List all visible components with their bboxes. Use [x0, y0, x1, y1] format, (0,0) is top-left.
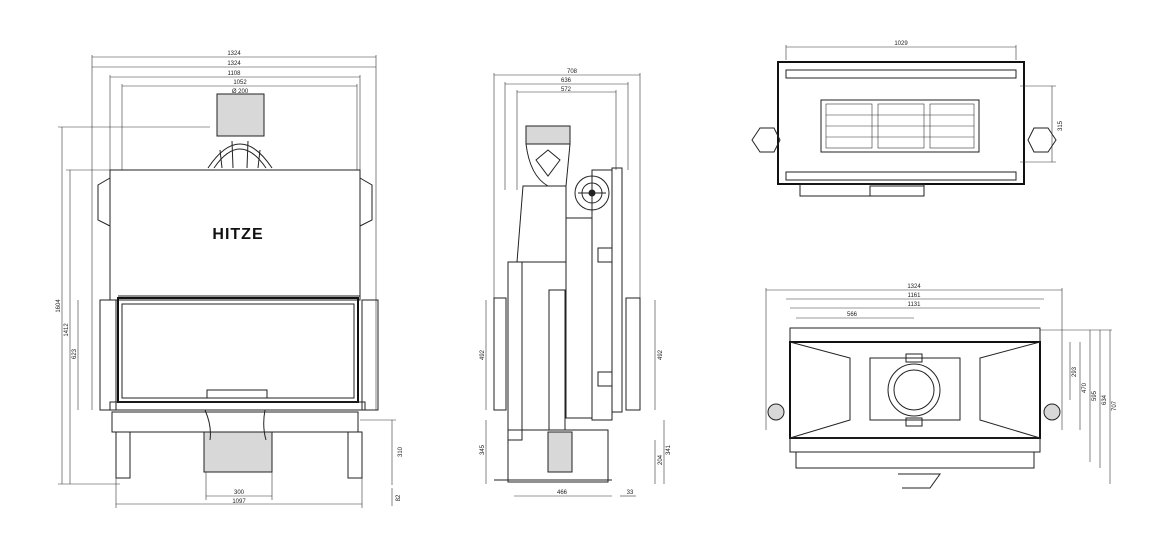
side-view: 708 636 572 492 492 345 204: [480, 69, 672, 497]
firebox-top: [109, 169, 361, 301]
front-dim-top1: 1324: [227, 51, 241, 57]
front-view: 1324 1324 1108 1052 Ø 200 HITZE: [56, 51, 404, 508]
front-dim-top3: 1108: [228, 71, 242, 77]
front-dim-left-mid: 1412: [64, 323, 70, 337]
plan-dim-top3: 1131: [908, 302, 922, 308]
grate: [820, 99, 980, 153]
front-dim-left-inner: 623: [72, 348, 78, 359]
top-view: 1029 315: [751, 41, 1064, 197]
plan-dim-r2: 470: [1082, 382, 1088, 393]
plan-dim-r5: 707: [1112, 400, 1118, 411]
top-dim-right: 315: [1058, 120, 1064, 131]
front-dim-flue: Ø 200: [232, 89, 249, 95]
side-dim-left-upper: 492: [480, 349, 486, 360]
plan-dim-inner: 566: [847, 312, 858, 318]
side-dim-top2: 636: [561, 78, 572, 84]
ash-box: [203, 431, 273, 473]
flue-dome: [207, 143, 273, 169]
front-dim-right-small: 82: [396, 494, 402, 501]
plan-dim-top1: 1324: [907, 284, 921, 290]
side-dim-bottom-main: 466: [557, 490, 568, 496]
front-dim-right: 310: [398, 446, 404, 457]
plan-dim-r4: 634: [1102, 394, 1108, 405]
side-dim-right-lower-b: 341: [666, 444, 672, 455]
front-dim-bottom-outer: 1097: [232, 499, 246, 505]
front-dim-bottom-inner: 300: [234, 490, 245, 496]
side-dim-right-upper: 492: [658, 349, 664, 360]
side-body-upper: [516, 185, 567, 263]
side-flue: [525, 125, 571, 145]
top-body: [777, 61, 1025, 185]
plan-body: [789, 341, 1041, 439]
plan-dim-r1: 293: [1072, 366, 1078, 377]
door-handle: [206, 389, 268, 399]
side-dim-top3: 572: [561, 87, 572, 93]
brand-logo: HITZE: [212, 226, 263, 243]
flue-outlet: [887, 363, 941, 417]
plan-frame-top: [789, 327, 1041, 343]
plan-view: 1324 1161 1131 566 293 470 595 634 707: [765, 284, 1118, 489]
plan-dim-r3: 595: [1092, 390, 1098, 401]
flue-pipe: [216, 93, 265, 137]
side-dim-left-lower: 345: [480, 444, 486, 455]
door-frame: [117, 297, 359, 403]
front-dim-left-outer: 1604: [56, 299, 62, 313]
top-dim-top: 1029: [894, 41, 908, 47]
side-dim-top1: 708: [567, 69, 578, 75]
side-dim-bottom-small: 33: [627, 490, 634, 496]
plan-dim-top2: 1161: [908, 293, 922, 299]
front-dim-top2: 1324: [227, 61, 241, 67]
side-dim-right-lower-a: 204: [658, 454, 664, 465]
glass-panel: [121, 303, 355, 399]
front-dim-top4: 1052: [233, 80, 247, 86]
side-door: [565, 217, 593, 419]
